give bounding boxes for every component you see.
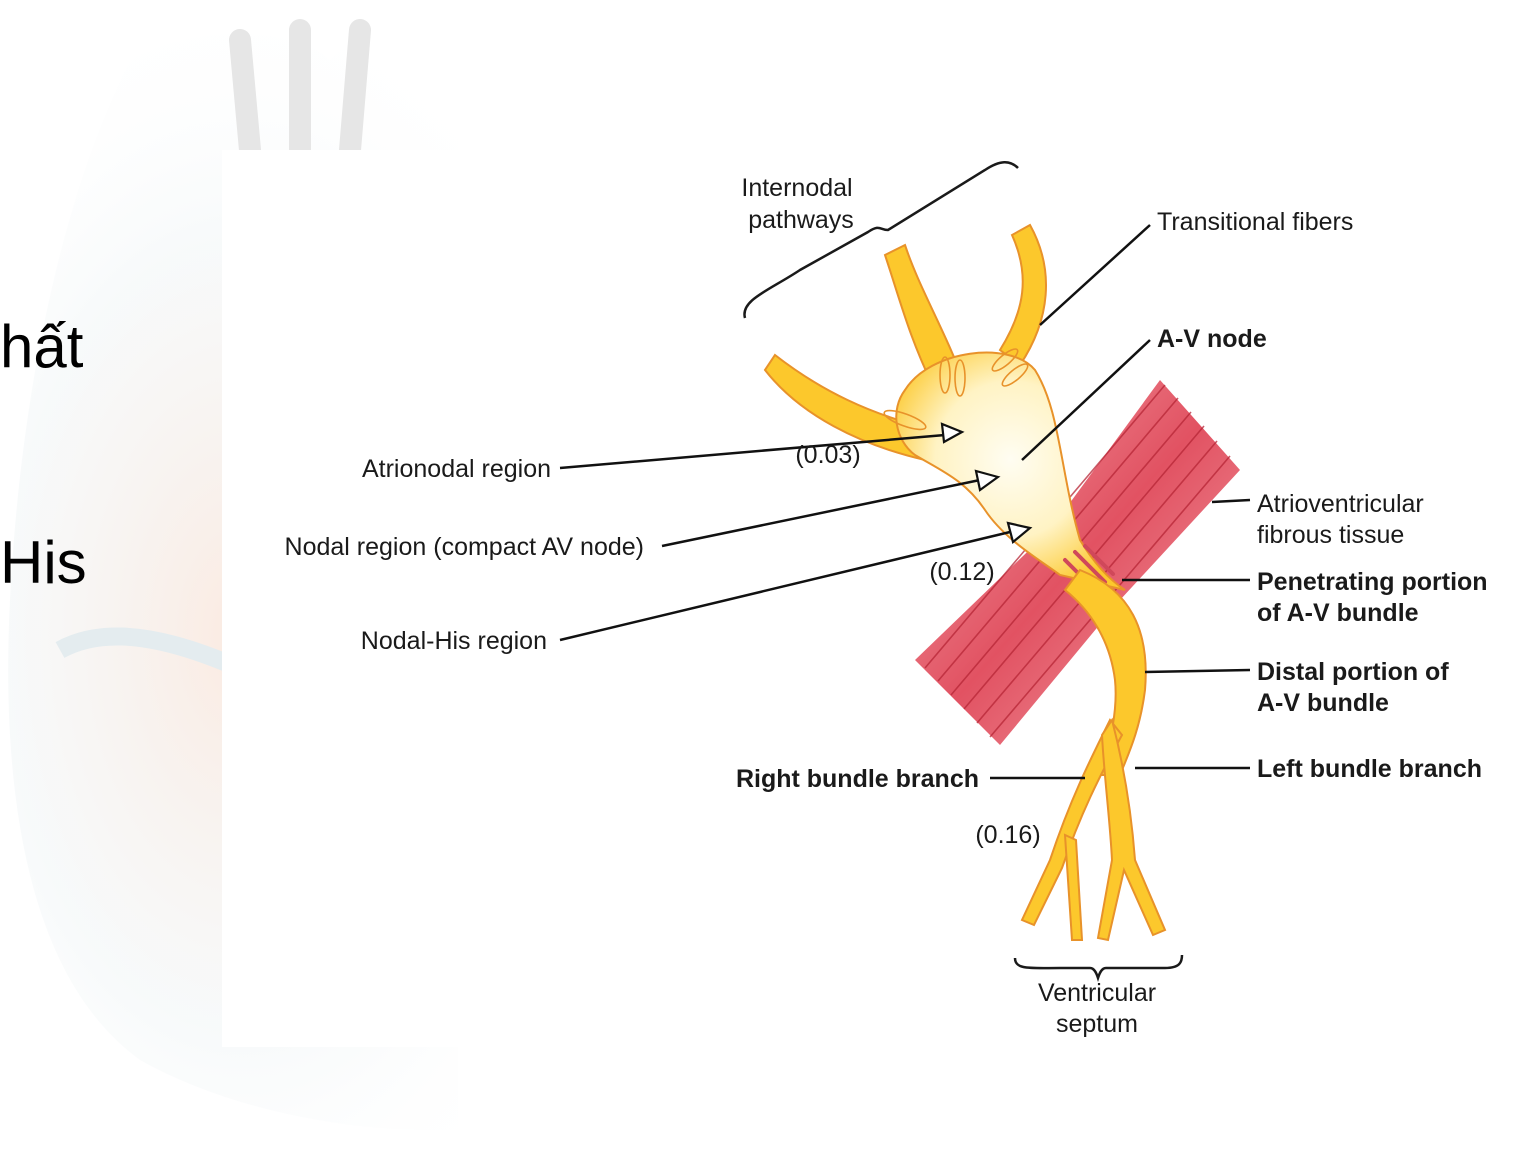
label-transitional-fibers: Transitional fibers (1157, 208, 1353, 236)
timing-nodal-his: (0.12) (929, 558, 994, 586)
label-nodal-his-region: Nodal-His region (361, 627, 547, 655)
label-av-fibrous-1: Atrioventricular (1257, 490, 1424, 518)
label-atrionodal-region: Atrionodal region (362, 455, 551, 483)
label-distal-1: Distal portion of (1257, 658, 1449, 686)
septum-bracket (1015, 955, 1182, 978)
label-septum-1: Ventricular (1038, 979, 1156, 1007)
label-av-node: A-V node (1157, 325, 1267, 353)
label-internodal-2: pathways (748, 206, 854, 234)
label-internodal-1: Internodal (741, 174, 852, 202)
label-left-bundle-branch: Left bundle branch (1257, 755, 1482, 783)
label-right-bundle-branch: Right bundle branch (736, 765, 979, 793)
label-distal-2: A-V bundle (1257, 689, 1389, 717)
label-av-fibrous-2: fibrous tissue (1257, 521, 1404, 549)
label-septum-2: septum (1056, 1010, 1138, 1038)
label-penetrating-1: Penetrating portion (1257, 568, 1488, 596)
timing-bundle-branch: (0.16) (975, 821, 1040, 849)
timing-atrionodal: (0.03) (795, 441, 860, 469)
label-penetrating-2: of A-V bundle (1257, 599, 1419, 627)
label-nodal-region: Nodal region (compact AV node) (285, 533, 644, 561)
